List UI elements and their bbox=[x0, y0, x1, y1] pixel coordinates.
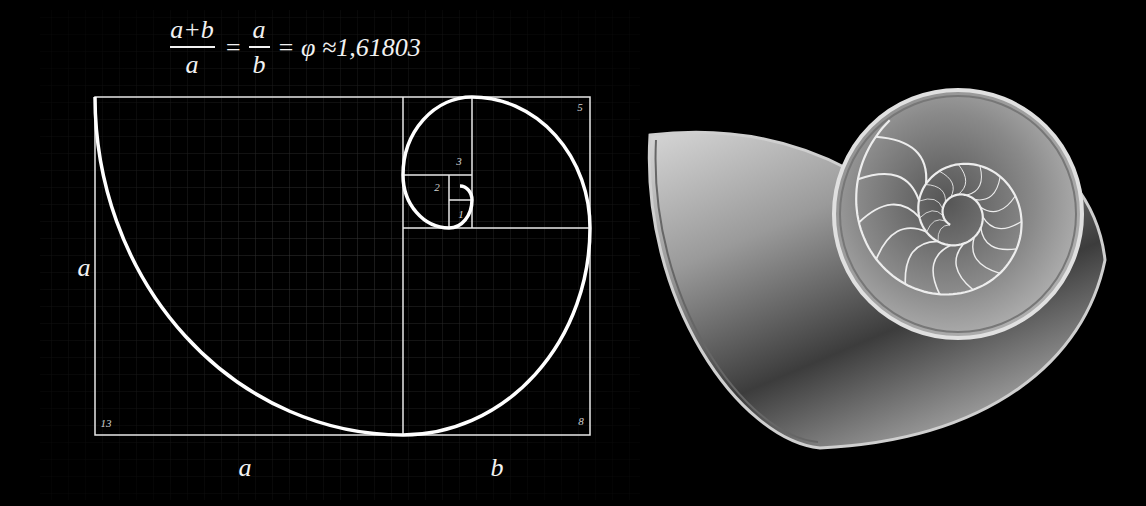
shell-septum bbox=[983, 217, 1022, 229]
shell-septum bbox=[920, 211, 943, 218]
shell-septum bbox=[927, 220, 946, 232]
shell-septum bbox=[933, 245, 951, 294]
shell-septum bbox=[938, 225, 950, 242]
shell-septum bbox=[980, 196, 1015, 212]
fraction-numerator: a bbox=[253, 17, 266, 43]
golden-ratio-value: = φ ≈1,61803 bbox=[277, 35, 421, 61]
square-number: 13 bbox=[101, 418, 112, 429]
grid bbox=[40, 10, 640, 500]
shell-septum bbox=[956, 244, 973, 290]
shell-septum bbox=[876, 228, 926, 259]
side-label: a bbox=[78, 255, 91, 281]
fraction-bar bbox=[170, 46, 270, 48]
fraction-denominator: a bbox=[186, 52, 199, 78]
shell-septum bbox=[981, 228, 1017, 250]
shell-septum bbox=[973, 237, 1000, 273]
shell-septum bbox=[858, 174, 919, 201]
shell-septum bbox=[926, 185, 946, 203]
equals-sign: = bbox=[224, 35, 242, 61]
shell-septum bbox=[905, 241, 937, 284]
shell-whorl bbox=[856, 120, 1021, 294]
shell-septum bbox=[958, 164, 966, 194]
shell-septum bbox=[967, 166, 982, 195]
square-number: 5 bbox=[577, 102, 583, 113]
square-number: 3 bbox=[456, 156, 462, 167]
fraction-numerator: a+b bbox=[170, 17, 214, 43]
shell-septum bbox=[939, 171, 953, 197]
shell-septum bbox=[876, 137, 926, 184]
side-label: a bbox=[239, 455, 252, 481]
shell-septum bbox=[975, 177, 1001, 200]
square-number: 2 bbox=[434, 182, 440, 193]
square-number: 1 bbox=[458, 209, 464, 220]
side-label: b bbox=[491, 455, 504, 481]
golden-rectangle bbox=[95, 97, 590, 435]
fraction-denominator: b bbox=[253, 52, 266, 78]
square-number: 8 bbox=[578, 416, 584, 427]
shell-septum bbox=[859, 205, 920, 223]
golden-spiral bbox=[95, 97, 590, 435]
shell-septum bbox=[919, 199, 943, 209]
nautilus-shell bbox=[649, 90, 1105, 448]
